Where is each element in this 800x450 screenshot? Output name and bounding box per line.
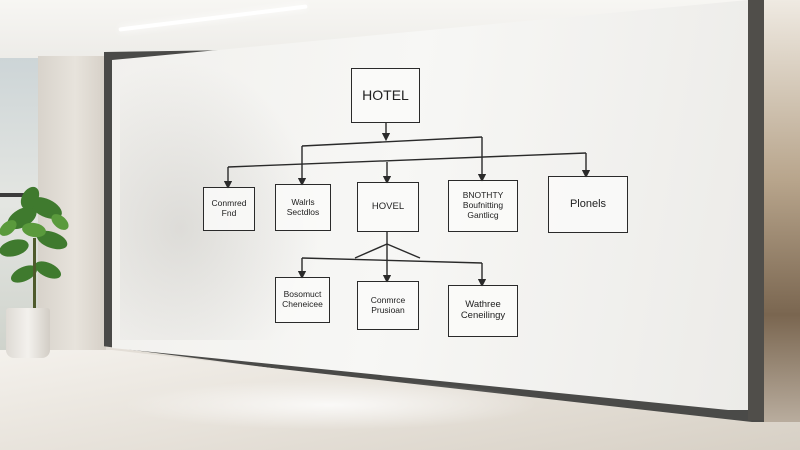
potted-plant-icon xyxy=(0,186,69,308)
org-node-level2: Plonels xyxy=(548,176,628,233)
org-node-label: Conmred Fnd xyxy=(211,198,247,218)
org-node-level3: Bosomuct Cheneicee xyxy=(275,277,330,323)
org-node-root-label: HOTEL xyxy=(362,87,409,104)
org-node-label: Bosomuct Cheneicee xyxy=(282,289,323,309)
window-mullion xyxy=(0,193,38,197)
door-post xyxy=(748,0,766,420)
org-node-level3: Wathree Ceneilingy xyxy=(448,285,518,337)
connector-branch-upper xyxy=(301,136,483,147)
org-node-label: Conmrce Prusioan xyxy=(370,294,406,315)
connector-split-right xyxy=(386,243,421,259)
connector-branch-lower xyxy=(227,152,587,168)
org-node-label: HOVEL xyxy=(371,200,405,212)
floor-reflection xyxy=(120,380,540,430)
org-node-label: Plonels xyxy=(569,198,607,211)
org-node-label: Walrls Sectdlos xyxy=(286,196,320,217)
org-node-level2: Conmred Fnd xyxy=(203,187,255,231)
org-node-root: HOTEL xyxy=(351,68,420,123)
org-node-label: BNOTHTY Boufnitting Gantlicg xyxy=(462,190,504,220)
connector-branch-bottom xyxy=(301,257,483,264)
plant-pot xyxy=(6,308,50,358)
org-node-level2: HOVEL xyxy=(357,182,419,232)
adjacent-room xyxy=(764,0,800,450)
org-node-level2: BNOTHTY Boufnitting Gantlicg xyxy=(448,180,518,232)
org-node-level2: Walrls Sectdlos xyxy=(275,184,331,231)
org-node-level3: Conmrce Prusioan xyxy=(357,281,419,330)
connector-split-left xyxy=(354,243,388,259)
org-node-label: Wathree Ceneilingy xyxy=(460,299,506,321)
